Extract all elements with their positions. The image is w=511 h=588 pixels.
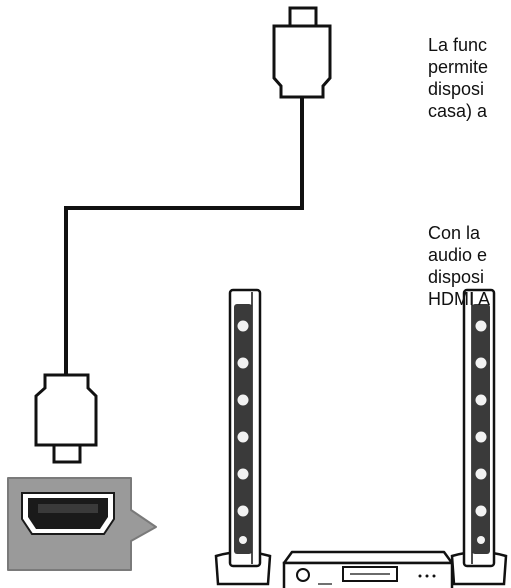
arc-usage-paragraph: Con la audio e disposi HDMI A [428, 222, 490, 310]
description-line: La func [428, 35, 488, 55]
description-line: disposi [428, 79, 485, 99]
arc-description-paragraph: La func permite disposi casa) a [428, 34, 488, 122]
description-line: HDMI A [428, 289, 491, 309]
description-line: disposi [428, 267, 485, 287]
tv-panel [7, 477, 157, 571]
tower-speaker-icon [450, 288, 508, 586]
hdmi-cable [64, 97, 304, 375]
description-line: permite [428, 57, 489, 77]
av-receiver-icon [282, 550, 454, 588]
hdmi-plug-icon [272, 6, 332, 99]
description-line: casa) a [428, 101, 488, 121]
hdmi-plug-icon [34, 373, 98, 464]
description-line: Con la [428, 223, 481, 243]
description-line: audio e [428, 245, 488, 265]
tower-speaker-icon [214, 288, 272, 586]
